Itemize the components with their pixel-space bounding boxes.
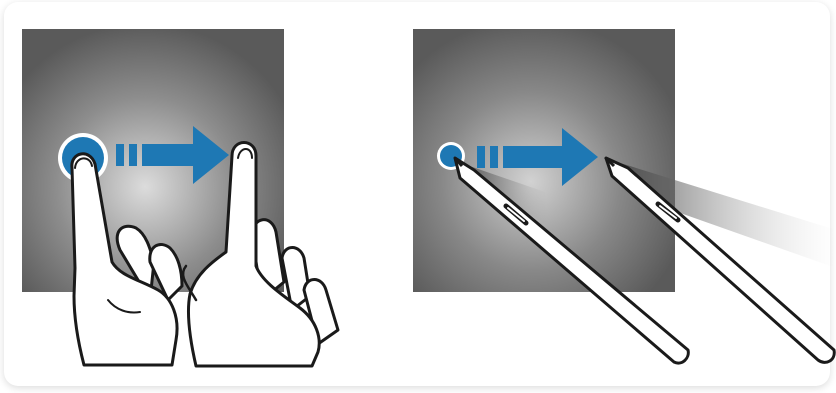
hand-icon-raised	[181, 141, 340, 368]
motion-trail-far	[604, 158, 836, 268]
arrow-right-icon	[116, 126, 229, 184]
hand-icon	[70, 152, 184, 367]
panel-pen-drag	[413, 29, 836, 365]
arrow-right-icon	[477, 128, 598, 186]
stylus-pen-icon-raised	[604, 156, 836, 364]
panel-finger-drag	[22, 29, 340, 368]
stylus-pen-icon	[453, 156, 690, 365]
